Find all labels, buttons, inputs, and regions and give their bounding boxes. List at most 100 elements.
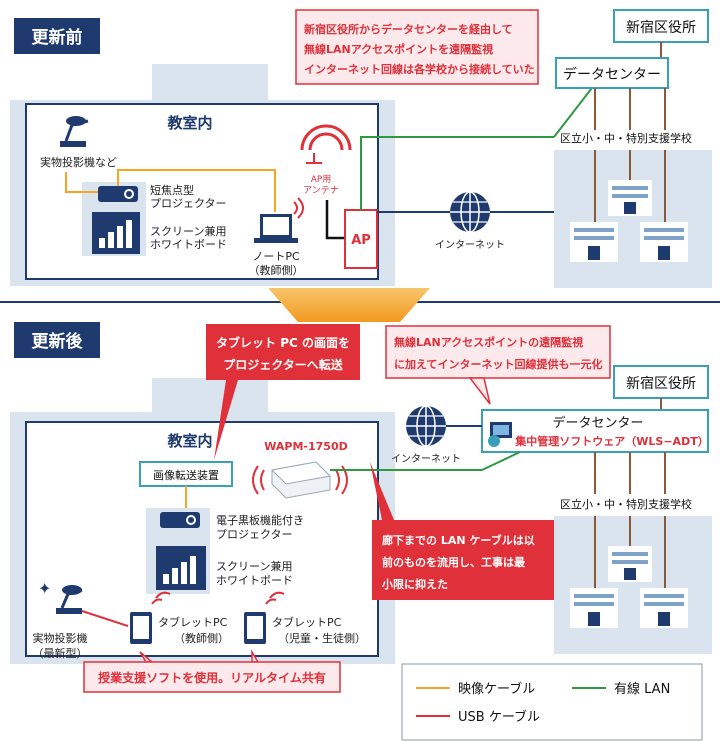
- ap-box: [344, 209, 378, 269]
- before-classroom-title: 教室内: [166, 114, 212, 132]
- tablet-teacher-label-2: （教師側）: [174, 632, 229, 645]
- before-callout-line-3: インターネット回線は各学校から接続していた: [304, 62, 535, 76]
- lan-line-before: [360, 136, 554, 210]
- transition-arrow: [268, 288, 430, 322]
- tablet-callout-line-2: プロジェクターへ転送: [223, 357, 344, 372]
- software-callout-text: 授業支援ソフトを使用。リアルタイム共有: [98, 670, 326, 685]
- projector-icon: [98, 186, 138, 202]
- cable-callout-tail: [370, 462, 394, 520]
- school-building-icon: [608, 180, 652, 216]
- projector-label-1: 短焦点型: [150, 183, 194, 197]
- projector-label-2: プロジェクター: [150, 197, 227, 210]
- screen-label-1: スクリーン兼用: [150, 225, 226, 238]
- lan-line-to-dc-before: [553, 83, 596, 138]
- before-data-center-box: [555, 57, 669, 89]
- sparkle-icon: ✦: [38, 579, 51, 598]
- after-schools-lines: [594, 452, 666, 494]
- tablet-teacher-label-1: タブレットPC: [158, 615, 228, 629]
- monitor-callout-line-1: 無線LANアクセスポイントの遠隔監視: [394, 335, 583, 349]
- software-callout-box: [83, 661, 341, 693]
- after-schools-area: [554, 516, 712, 654]
- ap-label: AP: [351, 233, 371, 248]
- notebook-label-2: （教師側）: [249, 264, 304, 277]
- after-screen-label-2: ホワイトボード: [216, 574, 293, 587]
- ap-antenna-signal-icon: [300, 124, 352, 151]
- wifi-signal-icon: [293, 197, 304, 219]
- before-section-label: 更新前: [32, 27, 83, 48]
- internet-globe-icon: [450, 191, 490, 233]
- tablet-callout-line-1: タブレット PC の画面を: [216, 335, 350, 350]
- school-building-icon: [570, 588, 618, 628]
- internet-label-after: インターネット: [391, 453, 461, 465]
- tablet-teacher-icon: [130, 612, 152, 644]
- cable-callout-line-3: 小限に抑えた: [381, 577, 448, 591]
- tablet-callout-tail: [214, 380, 238, 460]
- legend-box: [401, 663, 703, 741]
- ap-signal-icon: [252, 465, 348, 495]
- screen-whiteboard-icon: [92, 212, 140, 254]
- after-document-camera-label-1: 実物投影機: [33, 631, 88, 645]
- video-cable-notebook: [117, 169, 276, 212]
- tablet-student-label-1: タブレットPC: [272, 615, 342, 629]
- management-pc-icon: [488, 422, 512, 447]
- legend-video-label: 映像ケーブル: [458, 681, 535, 697]
- after-projector-label-2: プロジェクター: [216, 528, 293, 541]
- school-building-icon: [608, 546, 652, 582]
- tablet-student-icon: [244, 612, 266, 644]
- tablet-student-label-2: （児童・生徒側）: [278, 631, 366, 645]
- monitor-callout-box: [385, 325, 611, 379]
- notebook-label-1: ノートPC: [252, 250, 300, 263]
- wifi-signal-icon: [265, 591, 285, 605]
- after-classroom-title: 教室内: [166, 432, 212, 450]
- after-projector-label-1: 電子黒板機能付き: [216, 513, 304, 527]
- before-schools-lines: [594, 88, 666, 130]
- before-schools-label: 区立小・中・特別支援学校: [560, 131, 692, 145]
- legend-lan-label: 有線 LAN: [614, 681, 670, 697]
- before-section-badge: [14, 18, 100, 54]
- document-camera-icon: [56, 585, 83, 614]
- lan-line-to-dc-after: [481, 451, 521, 471]
- before-ward-office-label: 新宿区役所: [626, 19, 696, 36]
- internet-globe-icon: [406, 405, 446, 447]
- document-camera-label: 実物投影機など: [40, 155, 117, 169]
- ap-antenna-label-2: アンテナ: [303, 185, 339, 196]
- after-section-label: 更新後: [32, 331, 84, 352]
- after-document-camera-label-2: （最新型）: [33, 646, 88, 660]
- before-schools-area: [554, 150, 712, 288]
- image-transfer-device-label: 画像転送装置: [153, 468, 219, 482]
- after-ward-office-label: 新宿区役所: [626, 375, 696, 392]
- wireless-access-point-icon: [270, 461, 332, 499]
- after-section-badge: [14, 322, 100, 358]
- after-school-lines-inner: [594, 516, 666, 588]
- before-data-center-label: データセンター: [563, 66, 661, 83]
- school-building-icon: [640, 222, 688, 262]
- usb-cable-camera: [81, 610, 129, 627]
- internet-label-before: インターネット: [435, 239, 505, 251]
- tablet-callout-box: [206, 324, 360, 380]
- legend-usb-label: USB ケーブル: [458, 709, 540, 725]
- ap-antenna-label-1: AP用: [311, 174, 332, 185]
- antenna-cable: [325, 200, 345, 240]
- screen-whiteboard-icon: [156, 546, 206, 590]
- before-callout-line-2: 無線LANアクセスポイントを遠隔監視: [304, 42, 493, 56]
- before-school-lines-inner: [594, 150, 666, 222]
- notebook-pc-icon: [254, 214, 298, 243]
- document-camera-icon: [60, 116, 89, 147]
- after-schools-label: 区立小・中・特別支援学校: [560, 497, 692, 511]
- ap-model-label: WAPM-1750D: [264, 440, 347, 453]
- cable-callout-box: [372, 520, 558, 600]
- cable-callout-line-1: 廊下までの LAN ケーブルは以: [382, 533, 535, 547]
- before-callout-box: [295, 9, 539, 85]
- video-cable-camera: [65, 172, 98, 193]
- monitor-callout-line-2: に加えてインターネット回線提供も一元化: [394, 357, 602, 371]
- before-callout-line-1: 新宿区役所からデータセンターを経由して: [304, 22, 513, 36]
- after-data-center-sub: 集中管理ソフトウェア（WLS−ADT）: [514, 434, 708, 448]
- after-screen-label-1: スクリーン兼用: [216, 560, 292, 573]
- screen-label-2: ホワイトボード: [150, 238, 227, 251]
- projector-icon: [160, 512, 200, 528]
- after-data-center-label: データセンター: [552, 415, 643, 431]
- school-building-icon: [570, 222, 618, 262]
- cable-callout-line-2: 前のものを流用し、工事は最: [382, 555, 526, 569]
